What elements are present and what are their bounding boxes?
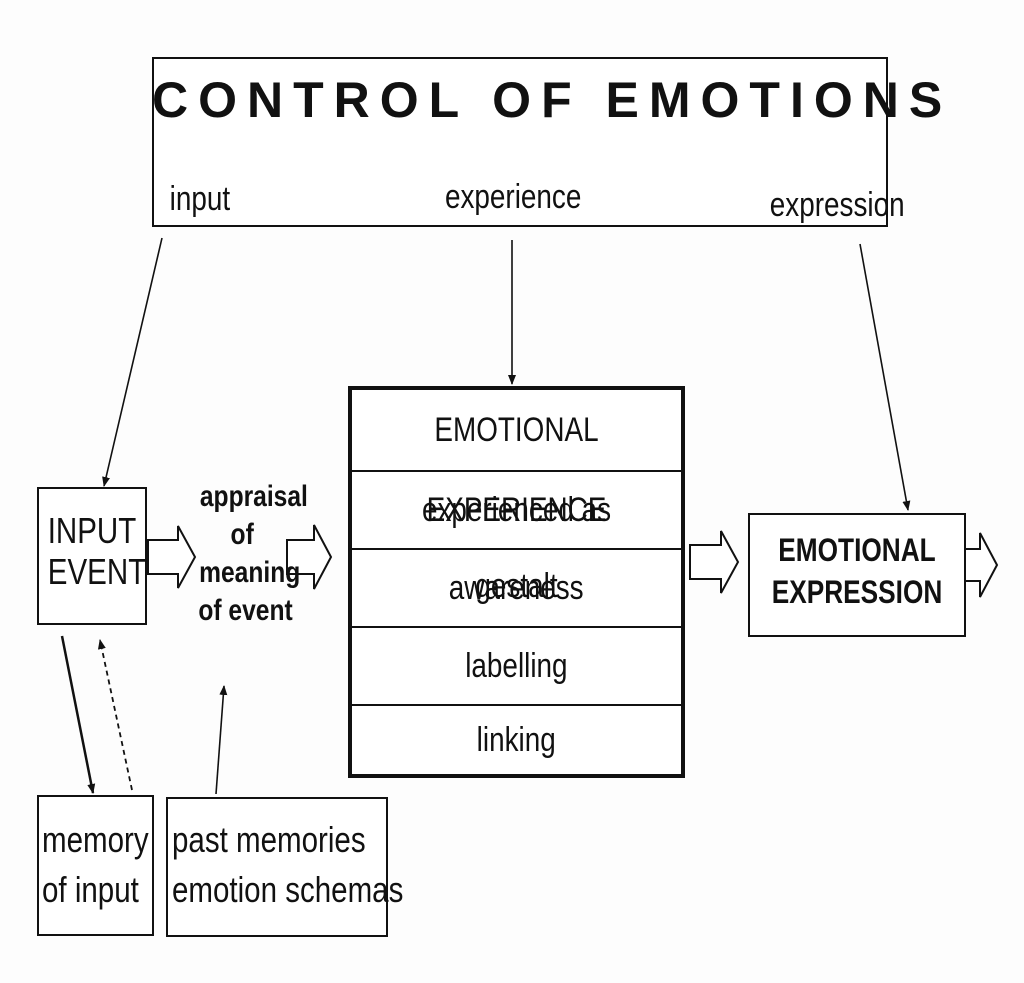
appraisal-label: appraisal of meaning of event (188, 478, 308, 630)
memory-of-input-box (37, 795, 154, 936)
control-of-emotions-box (152, 57, 888, 227)
control-experience-label: experience (430, 178, 590, 217)
control-input-text: input (169, 180, 231, 218)
emotional-experience-title-text: EMOTIONAL EXPERIENCE (426, 411, 607, 529)
control-expression-text: expression (769, 186, 905, 224)
past-memories-label: past memories emotion schemas (172, 815, 403, 914)
emotional-experience-row: awareness (352, 548, 681, 626)
emotional-experience-row: experienced as gestalt (352, 470, 681, 605)
input-event-label: INPUT EVENT (37, 510, 147, 593)
input-event-line2: EVENT (47, 551, 147, 593)
arrow-past-to-appraisal (215, 685, 228, 795)
appraisal-line2: of (230, 518, 254, 552)
input-event-line1: INPUT (47, 510, 137, 551)
appraisal-line4: of event (198, 594, 293, 628)
emotional-expression-box (748, 513, 966, 637)
emotional-expression-label: EMOTIONAL EXPRESSION (748, 530, 966, 613)
control-expression-label: expression (755, 186, 905, 225)
emotional-expression-line2: EXPRESSION (771, 573, 943, 610)
emotional-expression-line1: EMOTIONAL (778, 532, 936, 568)
appraisal-line3: meaning (199, 556, 301, 590)
emotional-experience-title: EMOTIONAL EXPERIENCE (352, 390, 681, 529)
memory-of-input-label: memory of input (42, 815, 149, 914)
arrow-expression-to-box (859, 243, 911, 511)
memory-line1: memory (42, 819, 149, 860)
control-title: CONTROL OF EMOTIONS (152, 72, 953, 128)
emotional-experience-row: labelling (352, 626, 681, 704)
arrow-input-to-event (102, 237, 163, 487)
control-input-label: input (163, 180, 237, 219)
arrow-event-to-memory (60, 635, 96, 794)
emotional-experience-row: linking (352, 704, 681, 774)
past-memories-box (166, 797, 388, 937)
block-arrow-2 (286, 524, 333, 590)
memory-line2: of input (42, 868, 139, 910)
emotional-experience-row-text: experienced as gestalt (421, 491, 612, 605)
past-memories-line1: past memories (172, 819, 366, 860)
block-arrow-1 (147, 525, 197, 589)
control-experience-text: experience (444, 178, 582, 216)
emotional-experience-row-text: linking (476, 721, 557, 759)
input-event-box (37, 487, 147, 625)
emotional-experience-box: EMOTIONAL EXPERIENCE experienced as gest… (348, 386, 685, 778)
block-arrow-3 (689, 530, 740, 594)
appraisal-line1: appraisal (199, 480, 308, 513)
past-memories-line2: emotion schemas (172, 868, 404, 910)
emotional-experience-row-text: awareness (449, 569, 584, 607)
arrow-memory-to-event-dotted (97, 639, 133, 791)
emotional-experience-row-text: labelling (465, 647, 568, 685)
